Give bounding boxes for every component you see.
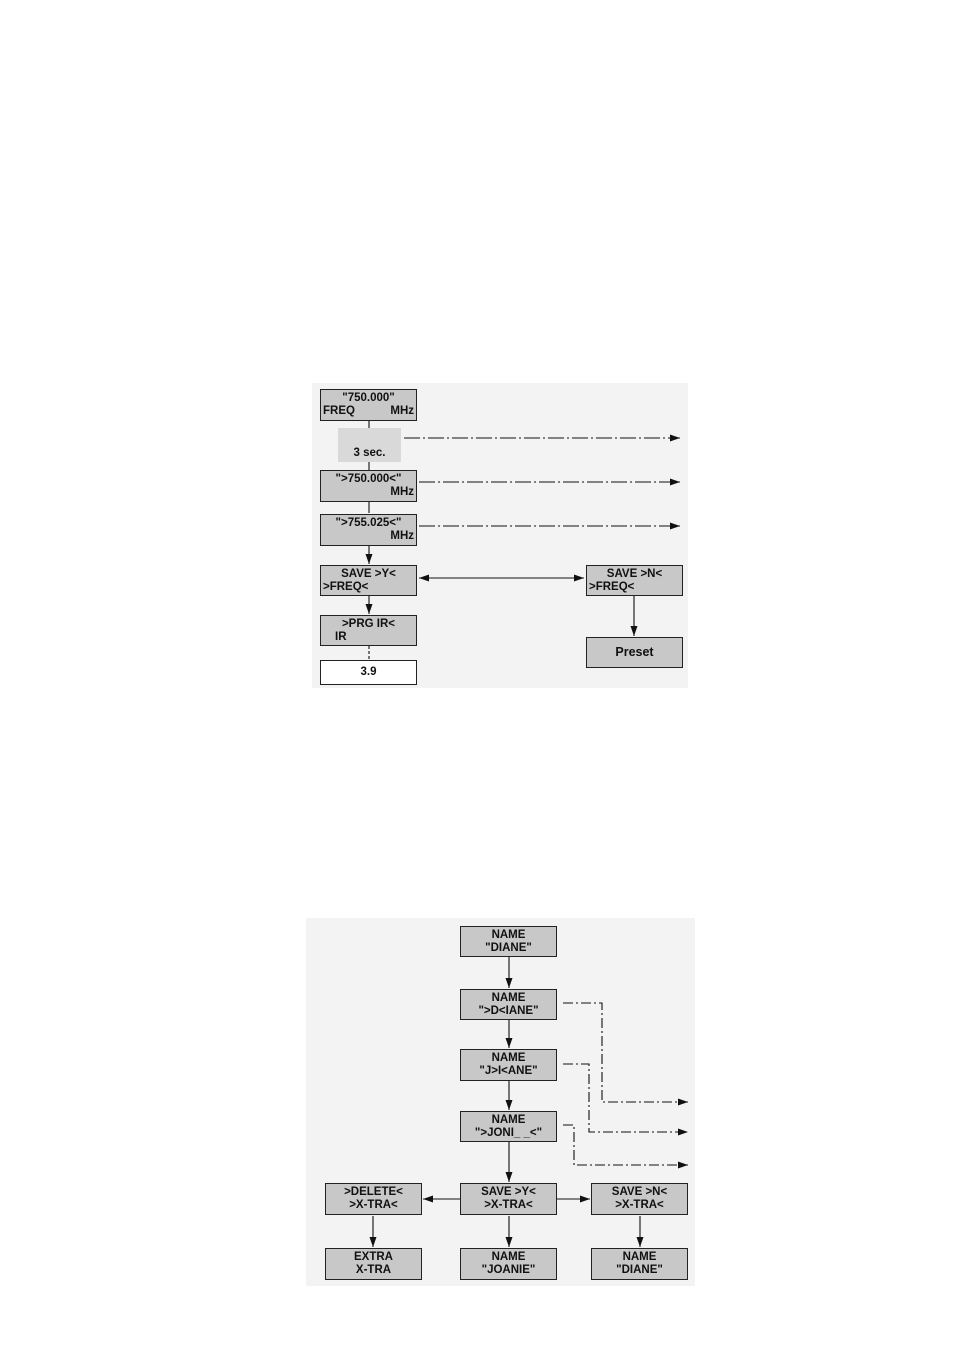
dashed-arrow-name-edit1: [563, 1002, 688, 1106]
timer-label: 3 sec.: [353, 447, 386, 459]
save-yes-label: SAVE >Y<: [341, 568, 396, 580]
prg-ir-box: >PRG IR< IR: [320, 615, 417, 646]
freq-value: "750.000": [342, 392, 395, 404]
freq-edit-box-2: ">755.025<" MHz: [320, 514, 417, 546]
name-joanie-value: "JOANIE": [481, 1264, 536, 1276]
save-yes-xtra-label: SAVE >Y<: [481, 1186, 536, 1198]
name-edit-1-label: NAME: [491, 991, 526, 1004]
dashed-arrow-name-edit3: [563, 1124, 688, 1169]
save-no-xtra-label: SAVE >N<: [611, 1186, 668, 1198]
extra-xtra-box: EXTRA X-TRA: [325, 1248, 422, 1280]
name-diane-label: NAME: [491, 928, 526, 941]
name-joanie-box: NAME "JOANIE": [460, 1248, 557, 1280]
extra-value: X-TRA: [355, 1264, 392, 1276]
name-diane-result-box: NAME "DIANE": [591, 1248, 688, 1280]
name-diane-result-value: "DIANE": [616, 1264, 663, 1276]
prg-ir-label: >PRG IR<: [341, 618, 396, 630]
save-yes-target: >FREQ<: [323, 581, 369, 593]
section-reference: 3.9: [360, 666, 377, 678]
freq-unit: MHz: [390, 405, 414, 417]
preset-label: Preset: [615, 645, 654, 659]
name-edit-box-3: NAME ">JONI_ _<": [460, 1111, 557, 1142]
name-edit-box-1: NAME ">D<IANE": [460, 989, 557, 1020]
name-edit-3-label: NAME: [491, 1113, 526, 1126]
name-edit-2-label: NAME: [491, 1052, 526, 1064]
freq-edit-2-value: ">755.025<": [335, 517, 402, 529]
save-no-xtra-box: SAVE >N< >X-TRA<: [591, 1183, 688, 1215]
section-reference-box: 3.9: [320, 660, 417, 685]
delete-xtra-box: >DELETE< >X-TRA<: [325, 1183, 422, 1215]
name-diane-box: NAME "DIANE": [460, 926, 557, 957]
name-edit-box-2: NAME "J>I<ANE": [460, 1049, 557, 1081]
timer-box: 3 sec.: [338, 428, 401, 462]
name-diane-value: "DIANE": [485, 941, 532, 954]
preset-box: Preset: [586, 637, 683, 668]
save-yes-freq-box: SAVE >Y< >FREQ<: [320, 565, 417, 596]
prg-ir-value: IR: [335, 631, 347, 643]
extra-label: EXTRA: [354, 1251, 393, 1263]
name-edit-3-value: ">JONI_ _<": [474, 1126, 543, 1139]
dashed-arrow-name-edit2: [563, 1063, 688, 1136]
save-yes-xtra-target: >X-TRA<: [484, 1199, 533, 1211]
save-no-xtra-target: >X-TRA<: [615, 1199, 664, 1211]
freq-edit-1-value: ">750.000<": [335, 473, 402, 485]
freq-display-box: "750.000" FREQ MHz: [320, 389, 417, 421]
freq-edit-2-unit: MHz: [390, 530, 414, 542]
delete-label: >DELETE<: [344, 1186, 403, 1198]
name-joanie-label: NAME: [491, 1251, 526, 1263]
save-no-freq-box: SAVE >N< >FREQ<: [586, 565, 683, 596]
name-edit-2-value: "J>I<ANE": [479, 1065, 538, 1077]
save-yes-xtra-box: SAVE >Y< >X-TRA<: [460, 1183, 557, 1215]
freq-edit-1-unit: MHz: [390, 486, 414, 498]
save-no-label: SAVE >N<: [606, 568, 663, 580]
delete-target: >X-TRA<: [349, 1199, 398, 1211]
freq-label: FREQ: [323, 405, 355, 417]
freq-edit-box-1: ">750.000<" MHz: [320, 470, 417, 502]
name-diane-result-label: NAME: [622, 1251, 657, 1263]
save-no-target: >FREQ<: [589, 581, 635, 593]
name-edit-1-value: ">D<IANE": [478, 1004, 539, 1017]
